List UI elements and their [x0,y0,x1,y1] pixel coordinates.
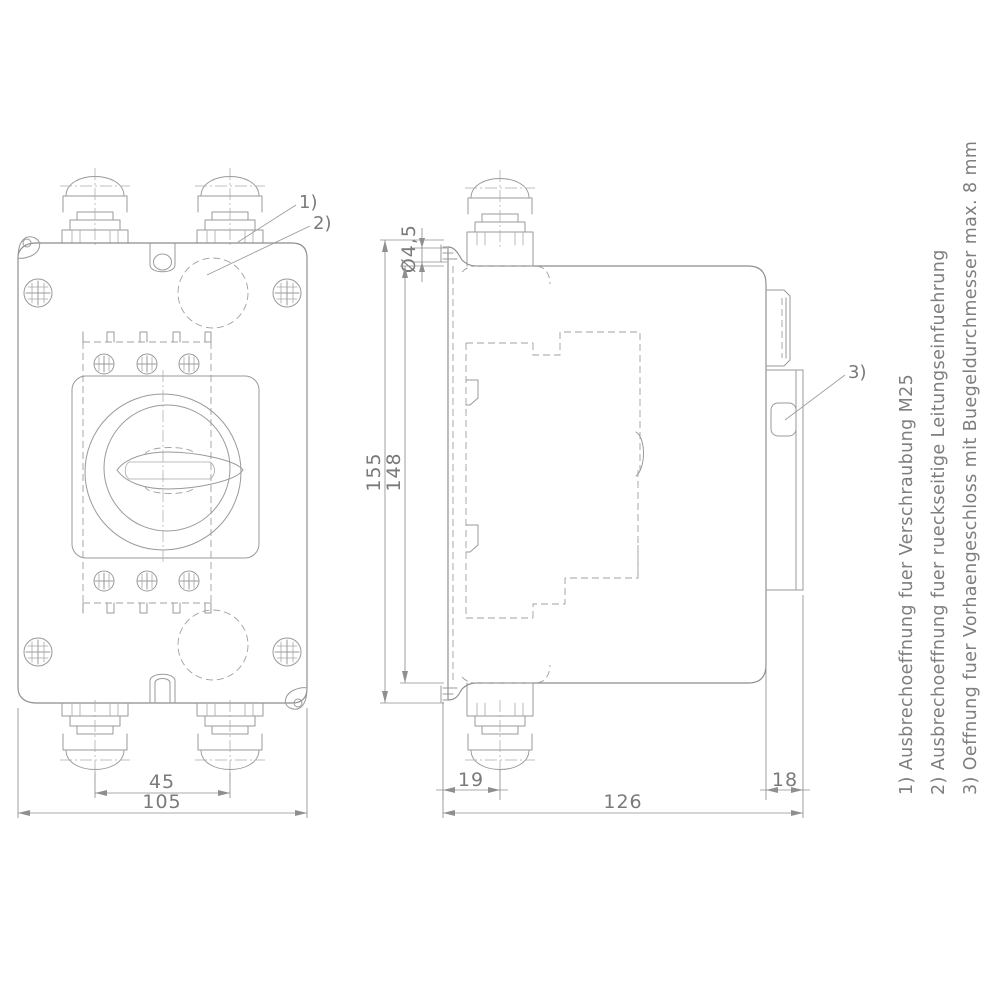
cable-gland-bottom-left [60,700,130,778]
cable-gland-top-right [195,168,265,245]
side-latch-upper [765,289,791,367]
callout-2-label: 2) [313,213,331,234]
dimension-105: 105 [17,708,308,818]
mounting-ear-bottom-right [284,687,308,710]
side-cable-gland-top [465,170,535,247]
dimension-45: 45 [94,771,231,798]
note-2: 2) Ausbrechoeffnung fuer rueckseitige Le… [929,249,949,795]
callout-1-label: 1) [299,192,317,213]
front-view: 45 105 1) 2) [17,168,331,818]
switch-handle [116,451,244,490]
padlock-hasp-block [765,369,804,591]
dimension-105-label: 105 [142,791,181,813]
callout-3-label: 3) [848,362,866,383]
dimension-148: 148 [383,265,444,684]
dimension-18: 18 [760,595,810,800]
callout-3-leader: 3) [784,362,866,421]
dimension-dia45-label: Ø4,5 [398,224,420,273]
cable-gland-bottom-right [195,700,265,778]
dimension-155: 155 [363,239,444,704]
dimension-126: 126 [442,595,804,818]
dimension-155-label: 155 [363,452,385,491]
terminal-screws-bottom [93,570,200,592]
callout-2-leader: 2) [206,213,331,276]
lid-screw-bottom-left [23,637,53,667]
center-lug-bottom [149,673,176,704]
enclosure-outline [17,242,308,704]
dimension-dia45: Ø4,5 [398,224,447,282]
dimension-126-label: 126 [603,791,642,813]
internal-switch-outline [82,331,212,614]
note-1: 1) Ausbrechoeffnung fuer Verschraubung M… [897,374,917,795]
dimension-19-label: 19 [458,769,484,791]
knockout-circle-bottom [177,609,249,681]
lid-screw-bottom-right [272,637,302,667]
rotary-actuator [71,370,260,565]
lid-screw-top-right [272,278,302,308]
note-3: 3) Oeffnung fuer Vorhaengeschloss mit Bu… [961,141,981,795]
mounting-ear-top-left [17,236,41,259]
cable-gland-top-left [60,168,130,245]
padlock-opening [770,402,797,437]
internal-mechanism-hidden [465,331,644,619]
dimension-18-label: 18 [772,769,798,791]
dimension-19: 19 [436,702,508,800]
dimension-45-label: 45 [149,771,175,793]
side-view: Ø4,5 155 148 19 [363,170,866,818]
notes-block: 1) Ausbrechoeffnung fuer Verschraubung M… [897,141,981,795]
lid-screw-top-left [23,278,53,308]
knockout-circle-top [177,257,249,329]
callout-1-leader: 1) [237,192,317,243]
side-cable-gland-bottom [465,700,535,778]
center-lug-top [149,242,176,273]
dimension-148-label: 148 [383,452,405,491]
terminal-screws-top [93,353,200,375]
